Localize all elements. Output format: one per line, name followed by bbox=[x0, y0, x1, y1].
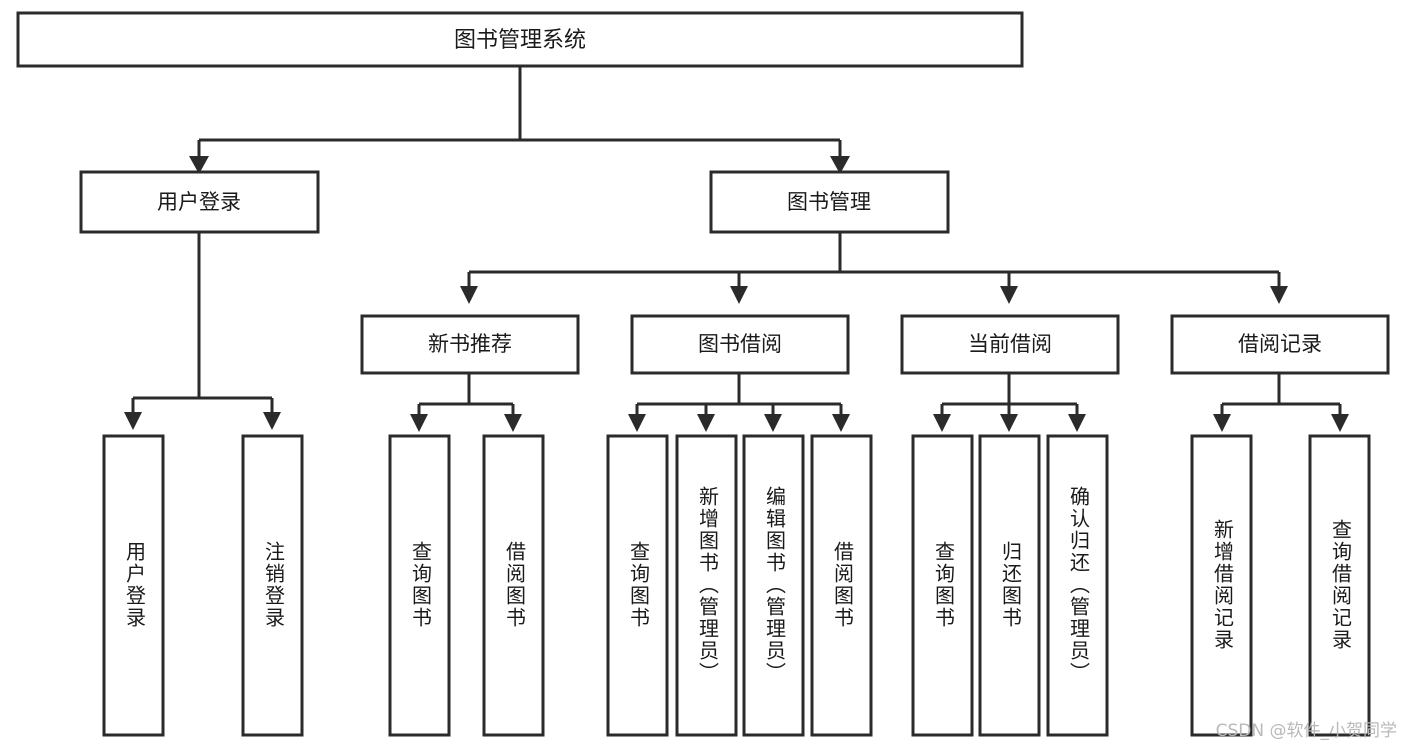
leaf-current-confirm-return[interactable]: 确认归还（管理员） bbox=[1046, 434, 1109, 737]
node-book-management-label: 图书管理 bbox=[787, 190, 871, 214]
node-book-management[interactable]: 图书管理 bbox=[709, 170, 950, 234]
node-book-borrow-label: 图书借阅 bbox=[698, 332, 782, 356]
connector-current-to-leaves bbox=[933, 373, 1086, 432]
node-user-login[interactable]: 用户登录 bbox=[79, 170, 320, 234]
leaf-record-query[interactable]: 查询借阅记录 bbox=[1308, 434, 1371, 737]
leaf-user-login-logout-label: 注销登录 bbox=[262, 541, 286, 629]
node-root-system[interactable]: 图书管理系统 bbox=[16, 11, 1024, 68]
leaf-newbook-query[interactable]: 查询图书 bbox=[388, 434, 451, 737]
connector-borrow-to-leaves bbox=[628, 373, 850, 432]
node-user-login-label: 用户登录 bbox=[157, 190, 241, 214]
leaf-newbook-query-label: 查询图书 bbox=[409, 541, 433, 629]
leaf-current-return-label: 归还图书 bbox=[999, 541, 1023, 629]
leaf-current-query[interactable]: 查询图书 bbox=[911, 434, 974, 737]
node-new-book-recommend-label: 新书推荐 bbox=[428, 332, 512, 356]
leaf-user-login-login[interactable]: 用户登录 bbox=[102, 434, 165, 737]
leaf-borrow-borrow-book-label: 借阅图书 bbox=[831, 541, 855, 629]
node-borrow-record[interactable]: 借阅记录 bbox=[1170, 314, 1390, 375]
connector-userlogin-to-leaves bbox=[124, 232, 281, 430]
leaf-current-confirm-return-label: 确认归还（管理员） bbox=[1067, 486, 1091, 684]
leaf-current-query-label: 查询图书 bbox=[932, 541, 956, 629]
leaf-current-return[interactable]: 归还图书 bbox=[978, 434, 1041, 737]
connector-newbook-to-leaves bbox=[410, 373, 522, 432]
leaf-borrow-edit-book[interactable]: 编辑图书（管理员） bbox=[742, 434, 805, 737]
leaf-borrow-edit-book-label: 编辑图书（管理员） bbox=[763, 486, 787, 684]
leaf-borrow-add-book-label: 新增图书（管理员） bbox=[696, 486, 720, 684]
leaf-newbook-borrow-label: 借阅图书 bbox=[503, 541, 527, 629]
connector-record-to-leaves bbox=[1213, 373, 1349, 432]
node-borrow-record-label: 借阅记录 bbox=[1238, 332, 1322, 356]
leaf-borrow-borrow-book[interactable]: 借阅图书 bbox=[810, 434, 873, 737]
connector-bookmgmt-to-level3 bbox=[460, 232, 1288, 304]
node-current-borrow-label: 当前借阅 bbox=[968, 332, 1052, 356]
leaf-record-add[interactable]: 新增借阅记录 bbox=[1190, 434, 1253, 737]
leaf-borrow-query[interactable]: 查询图书 bbox=[606, 434, 669, 737]
leaf-newbook-borrow[interactable]: 借阅图书 bbox=[482, 434, 545, 737]
connector-layer bbox=[124, 66, 1349, 432]
leaf-user-login-login-label: 用户登录 bbox=[123, 541, 147, 629]
leaf-record-query-label: 查询借阅记录 bbox=[1329, 519, 1353, 651]
node-current-borrow[interactable]: 当前借阅 bbox=[900, 314, 1120, 375]
leaf-borrow-query-label: 查询图书 bbox=[627, 541, 651, 629]
leaf-borrow-add-book[interactable]: 新增图书（管理员） bbox=[675, 434, 738, 737]
connector-root-to-level2 bbox=[189, 66, 850, 174]
node-book-borrow[interactable]: 图书借阅 bbox=[630, 314, 850, 375]
node-root-label: 图书管理系统 bbox=[454, 28, 586, 53]
leaf-record-add-label: 新增借阅记录 bbox=[1211, 519, 1235, 651]
leaf-user-login-logout[interactable]: 注销登录 bbox=[241, 434, 304, 737]
node-new-book-recommend[interactable]: 新书推荐 bbox=[360, 314, 580, 375]
